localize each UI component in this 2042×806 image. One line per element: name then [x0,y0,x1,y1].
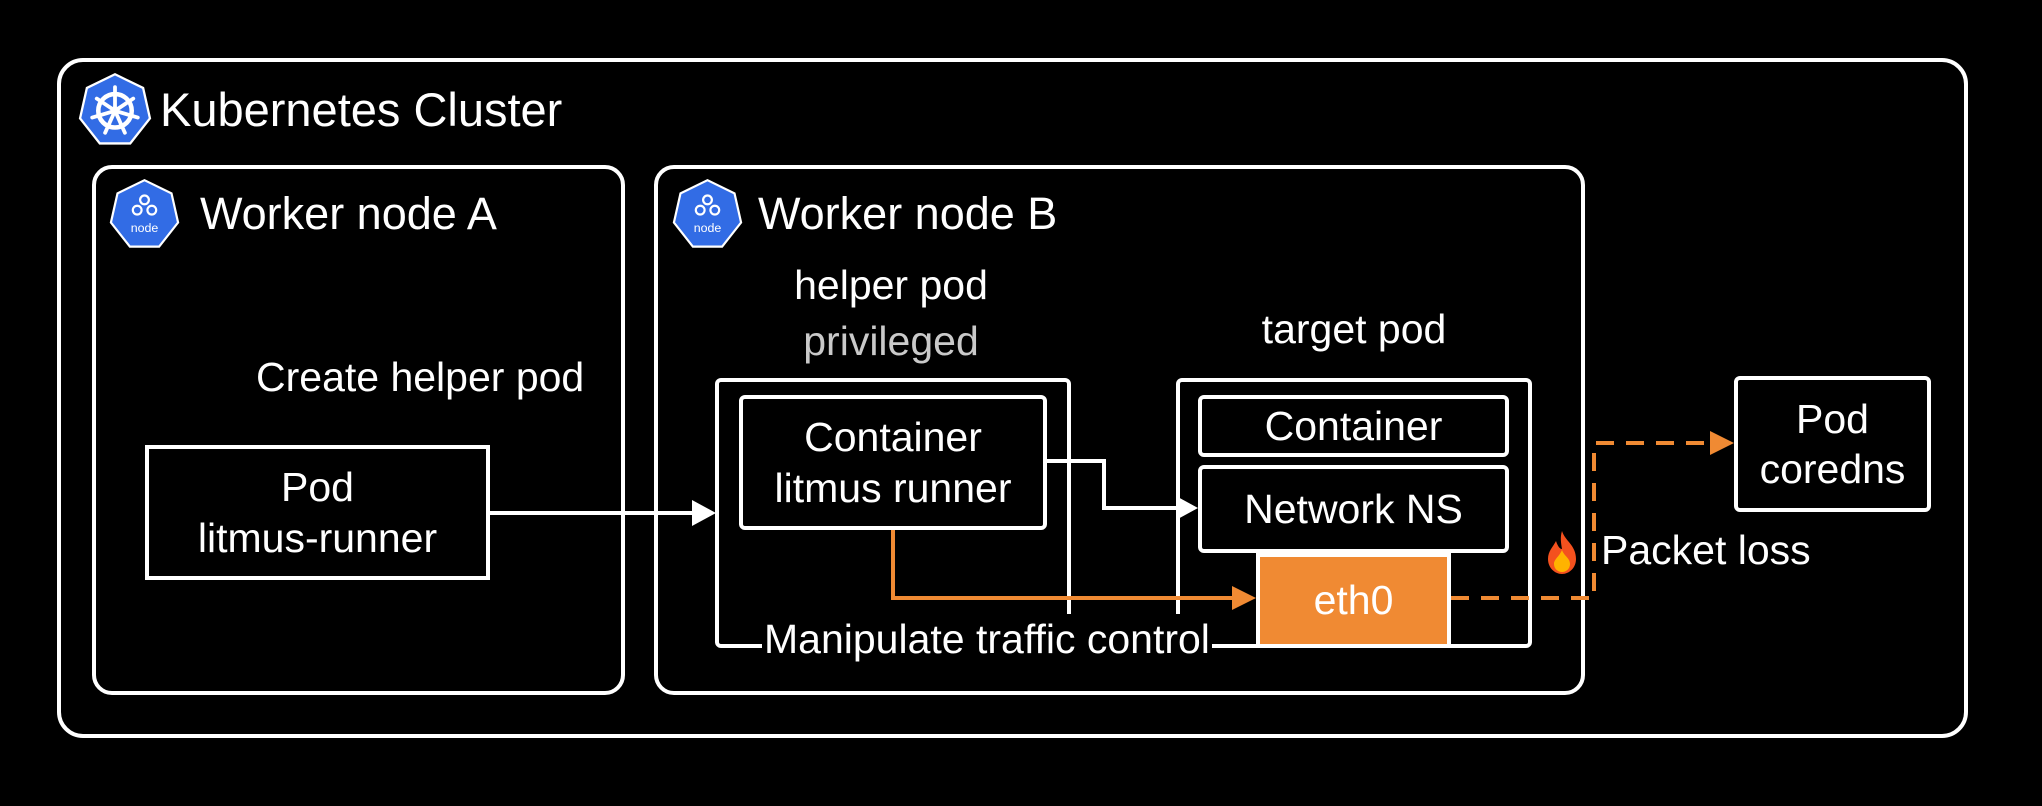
packet-loss-label: Packet loss [1601,527,1811,573]
pod-coredns: Pod coredns [1734,376,1931,512]
helper-container-line2: litmus runner [774,464,1012,511]
node-icon: node [109,178,180,248]
fire-icon [1548,531,1576,574]
worker-node-a-title: Worker node A [200,188,497,239]
kubernetes-helm-icon [78,73,152,145]
pod-coredns-line1: Pod [1796,395,1869,442]
pod-coredns-line2: coredns [1759,446,1906,492]
eth0-label: eth0 [1313,577,1394,624]
container-to-netns-arrow [1047,459,1198,520]
node-badge-text: node [694,221,722,235]
helper-container-line1: Container [804,414,982,461]
cluster-title: Kubernetes Cluster [160,83,563,136]
pod-litmus-runner-line2: litmus-runner [197,514,438,561]
manipulate-traffic-control-label: Manipulate traffic control [762,614,1212,664]
worker-node-b-box [654,165,1585,695]
node-icon: node [672,178,743,248]
create-helper-arrow [490,500,716,526]
target-container: Container [1198,395,1509,457]
target-container-label: Container [1264,402,1443,449]
helper-pod-title: helper pod [794,262,988,308]
helper-container-litmus-runner: Container litmus runner [739,395,1047,530]
target-network-ns-label: Network NS [1244,485,1463,532]
worker-node-b-title: Worker node B [758,188,1058,239]
create-helper-pod-label: Create helper pod [256,354,585,400]
eth0-interface: eth0 [1256,553,1451,648]
node-badge-text: node [131,221,159,235]
traffic-control-arrow [891,530,1256,610]
pod-litmus-runner: Pod litmus-runner [145,445,490,580]
target-pod-title: target pod [1261,306,1447,352]
target-network-ns: Network NS [1198,465,1509,553]
kubernetes-cluster-box [57,58,1968,738]
worker-node-a-box [92,165,625,695]
helper-pod-privileged-label: privileged [803,318,979,364]
packet-loss-path [1451,431,1734,600]
pod-litmus-runner-line1: Pod [281,464,354,511]
